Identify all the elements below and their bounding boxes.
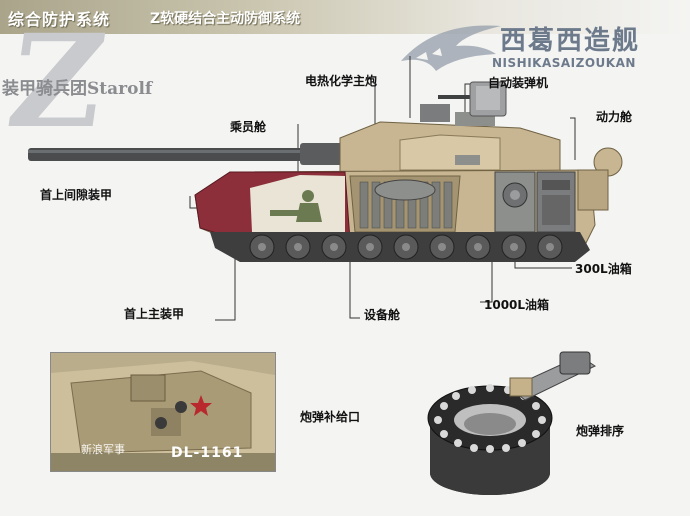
label-fuel-tank-300: 300L油箱: [575, 262, 632, 276]
hull: [194, 147, 623, 249]
label-upper-glacis-spaced-armor: 首上间隙装甲: [40, 188, 113, 202]
page-title: 综合防护系统: [8, 10, 111, 29]
label-autoloader: 自动装弹机: [488, 76, 549, 90]
title-bar: 综合防护系统 Z软硬结合主动防御系统: [0, 0, 690, 34]
label-equipment-bay: 设备舱: [364, 308, 401, 322]
turret-closeup-photo: 新浪军事 DL-1161: [50, 352, 276, 472]
label-engine-bay: 动力舱: [596, 110, 633, 124]
brand-name: 装甲骑兵团Starolf: [2, 79, 153, 99]
label-ammo-arrangement: 炮弹排序: [576, 424, 625, 438]
turret: [339, 81, 561, 176]
main-gun-barrel: [28, 143, 388, 165]
logo-chinese: 西葛西造舰: [500, 26, 641, 56]
label-fuel-tank-1000: 1000L油箱: [484, 298, 550, 312]
turret-photo-render: [51, 353, 275, 471]
photo-vehicle-plate: DL-1161: [171, 445, 244, 461]
photo-watermark: 新浪军事: [81, 443, 125, 456]
logo-english: NISHIKASAIZOUKAN: [492, 56, 636, 70]
ammo-carousel-diagram: [427, 351, 597, 495]
label-upper-glacis-main-armor: 首上主装甲: [124, 307, 185, 321]
track-assembly: [210, 232, 590, 262]
label-ammo-supply-port: 炮弹补给口: [300, 410, 361, 424]
label-main-gun: 电热化学主炮: [305, 74, 378, 88]
page-subtitle: Z软硬结合主动防御系统: [150, 11, 301, 27]
label-crew-compartment: 乘员舱: [230, 120, 267, 134]
shark-logo-icon: [401, 25, 501, 71]
